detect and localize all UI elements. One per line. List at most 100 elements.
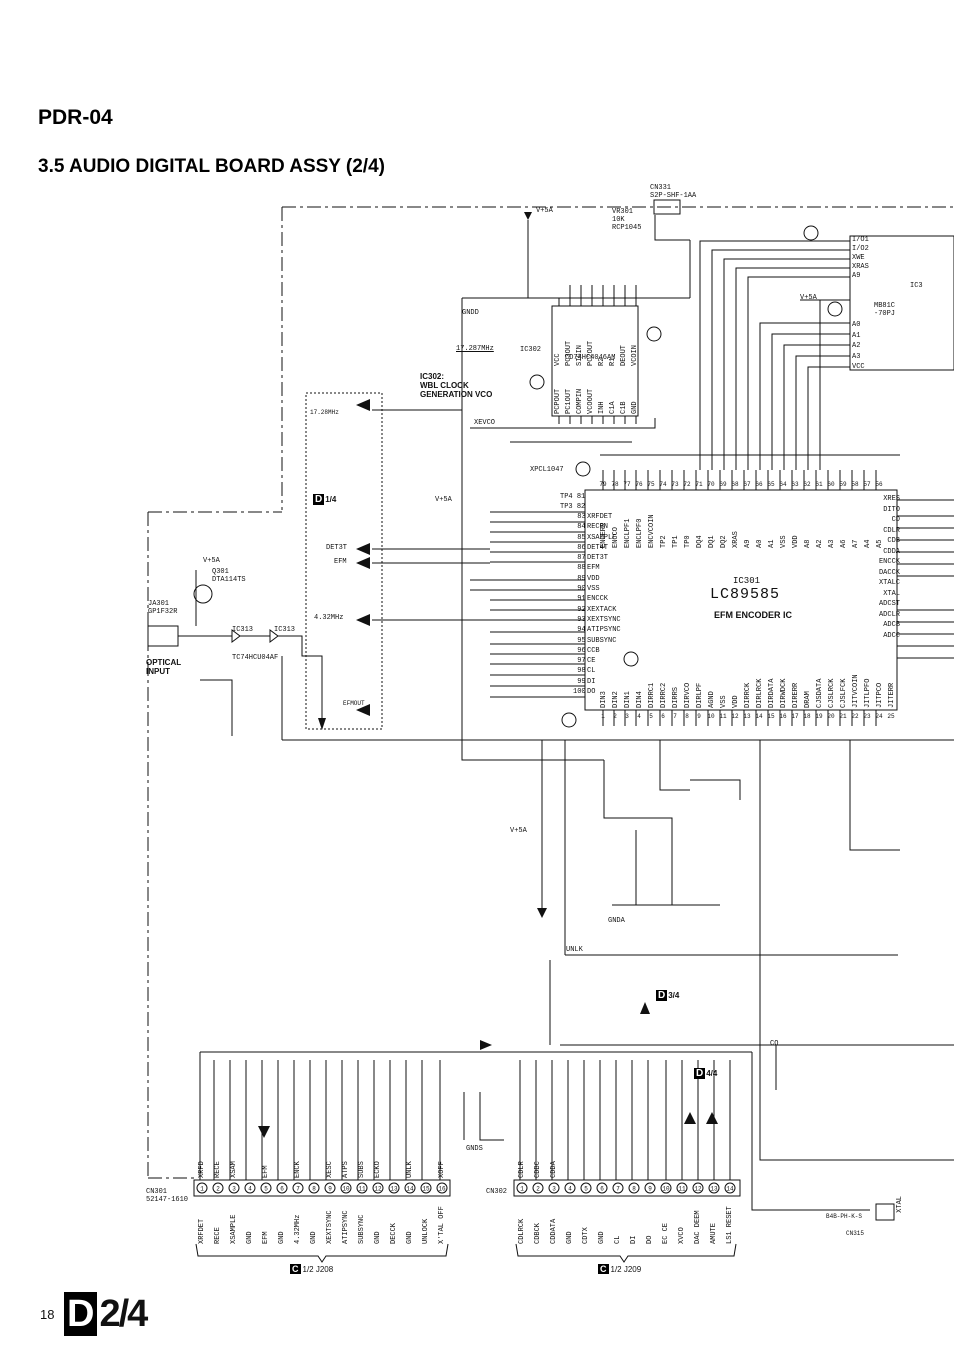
- pin-io1: I/O1: [852, 236, 869, 244]
- pin-label: A8: [804, 539, 812, 548]
- board-ref-fraction: 3/4: [668, 991, 680, 1000]
- cn331-type: S2P-SHF-1AA: [650, 192, 697, 200]
- ic301-bottom-pin-number: 18: [803, 713, 811, 720]
- pin-xras: XRAS: [852, 263, 869, 271]
- pin-label: TP2: [660, 535, 668, 548]
- net-unlk: UNLK: [566, 946, 583, 954]
- pin-label: DIRRS: [672, 686, 680, 708]
- pin-a1: A1: [852, 331, 861, 340]
- pin-det3t: DET3T: [587, 554, 609, 563]
- pin-num: 95: [577, 636, 586, 645]
- pin-label: VSS: [720, 695, 728, 708]
- pin-label: [418, 1140, 434, 1178]
- ic301-top-pin-number: 69: [719, 481, 727, 488]
- cn301-pin-number: 9: [328, 1186, 332, 1193]
- ic301-top-pin-number: 57: [863, 481, 871, 488]
- pin-num: 83: [577, 513, 586, 521]
- cn301-pin: [228, 1182, 240, 1194]
- net-efmout: EFMOUT: [343, 700, 365, 707]
- pin-label: DIRLPF: [696, 682, 704, 708]
- cn302-pin: [660, 1182, 672, 1194]
- cn302-pin-number: 14: [726, 1186, 734, 1193]
- pin-label: XEXTSYNC: [326, 1210, 334, 1244]
- cn301-pin: [212, 1182, 224, 1194]
- cn301-pin: [436, 1182, 448, 1194]
- ic301-bottom-pin-number: 25: [887, 713, 895, 720]
- pin-label: AMUTE: [710, 1222, 718, 1244]
- cn315-type: B4B-PH-K-S: [826, 1213, 863, 1220]
- ic303-chip-name: MB81C: [874, 302, 896, 310]
- cn302-pin: [628, 1182, 640, 1194]
- ic301-bottom-pin-number: 16: [779, 713, 787, 720]
- pin-adcb: ADCB: [883, 621, 900, 629]
- vcc-label: V+5A: [510, 827, 527, 835]
- cn301-pin-number: 1: [200, 1186, 204, 1193]
- pin-a2: A2: [852, 342, 861, 350]
- pin-subsync: SUBSYNC: [587, 636, 617, 645]
- pin-label: CDTX: [582, 1227, 590, 1244]
- sheet-fraction: 2/4: [99, 1293, 148, 1335]
- ic303-pins-lower: A0 A1 A2 A3 VCC: [852, 320, 865, 373]
- cn302-pin-number: 3: [552, 1186, 556, 1193]
- pin-label: EFM: [262, 1231, 270, 1244]
- ic303-chip: MB81C-70PJ: [874, 302, 895, 318]
- jack-ref: JA301: [148, 600, 170, 608]
- pin-label: DQ1: [708, 535, 716, 548]
- pin-det4t: DET4T: [587, 543, 609, 552]
- cn302-pin-number: 7: [616, 1186, 620, 1193]
- pin-xres: XRES: [883, 495, 900, 503]
- board-ref-fraction: 1/4: [325, 495, 337, 504]
- pin-encck-r: ENCCK: [878, 558, 900, 566]
- ic301-top-pin-number: 61: [815, 481, 823, 488]
- pin-label: RECE: [214, 1161, 222, 1178]
- pin-label: DIRRC1: [648, 682, 656, 708]
- pin-num: 93: [577, 615, 586, 624]
- ic301-bottom-pin-number: 15: [767, 713, 775, 720]
- page-title: PDR-04: [38, 106, 113, 129]
- pin-num: 100: [573, 688, 586, 697]
- ic302-chip: CD74HC4046AM: [565, 354, 616, 362]
- vr301-value: 10K: [612, 216, 625, 224]
- ic301-top-pin-number: 73: [671, 481, 679, 488]
- pin-label: VSS: [780, 535, 788, 548]
- pin-label: ENCVCOIN: [648, 514, 656, 548]
- pin-label: UNLOCK: [422, 1218, 430, 1244]
- pin-label: AGND: [708, 691, 716, 708]
- cn302-ref: CN302: [486, 1188, 508, 1196]
- ic301-top-pin-number: 71: [695, 481, 703, 488]
- cn302-pin-number: 9: [648, 1186, 652, 1193]
- pin-label: [274, 1140, 290, 1178]
- cn301-pin: [372, 1182, 384, 1194]
- cn301-pin-number: 6: [280, 1186, 284, 1193]
- cn315-ref: CN315: [846, 1230, 865, 1237]
- pin-label: A0: [756, 539, 764, 548]
- pin-label: X'TAL OFF: [438, 1206, 446, 1244]
- pin-xtalc: XTALC: [878, 579, 900, 587]
- cn301-pin: [292, 1182, 304, 1194]
- cn301-pin: [324, 1182, 336, 1194]
- pin-label: TP0: [684, 535, 692, 548]
- cn302-pin: [516, 1182, 528, 1194]
- ic301-desc: EFM ENCODER IC: [714, 610, 793, 620]
- pin-vdd: VDD: [587, 574, 600, 583]
- pin-label: R2: [598, 357, 606, 366]
- pin-label: [658, 1150, 674, 1178]
- ic303-pins: I/O1 I/O2 XWE XRAS A9: [852, 236, 869, 281]
- vcc-label: V+5A: [203, 557, 220, 565]
- pin-label: VCC: [554, 353, 562, 366]
- pin-cd: CD: [891, 516, 900, 524]
- pin-label: [642, 1150, 658, 1178]
- pin-label: CJSDATA: [816, 678, 824, 708]
- ic301-top-pin-number: 79: [599, 481, 607, 488]
- pin-label: PCPOUT: [554, 388, 562, 414]
- cn301-pin-number: 16: [438, 1186, 446, 1193]
- pin-label: [578, 1150, 594, 1178]
- pin-label: DIN3: [600, 691, 608, 708]
- cn302-pin-number: 1: [520, 1186, 524, 1193]
- pin-label: [690, 1150, 706, 1178]
